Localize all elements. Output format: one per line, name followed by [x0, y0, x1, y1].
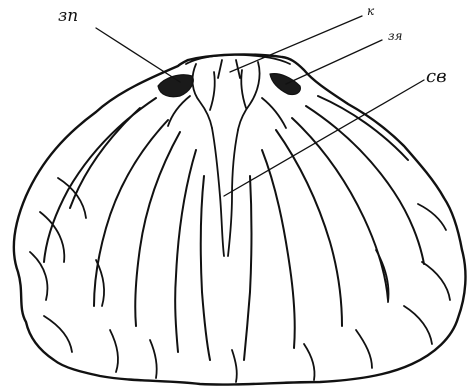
shell-outline — [14, 54, 466, 384]
label-sv: св — [426, 68, 447, 86]
left-muscle-scar — [158, 75, 193, 97]
label-k: к — [367, 5, 374, 17]
label-zp: зп — [58, 8, 78, 25]
label-zya: зя — [388, 30, 403, 42]
right-muscle-scar — [270, 74, 300, 95]
radial-ribs — [44, 96, 424, 360]
margin-folds — [30, 178, 450, 382]
